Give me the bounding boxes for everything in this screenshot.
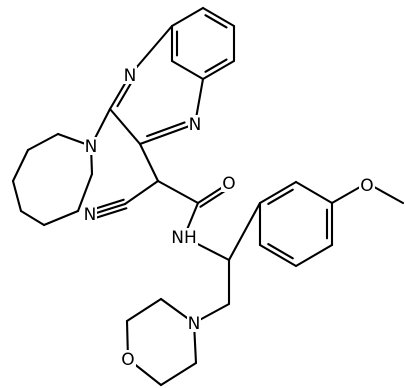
bond-14 bbox=[11, 148, 30, 183]
bond-22 bbox=[156, 179, 200, 205]
svg-text:O: O bbox=[360, 176, 373, 196]
atom-n-azepane: N bbox=[84, 137, 98, 157]
atom-o-methoxy: O bbox=[359, 176, 375, 196]
bond-20 bbox=[138, 142, 160, 183]
bond-21 bbox=[123, 179, 160, 206]
atom-o-morpholine: O bbox=[120, 350, 136, 370]
bond-8 bbox=[108, 107, 142, 146]
bond-27 bbox=[258, 180, 298, 205]
svg-text:N: N bbox=[84, 205, 97, 225]
bond-26 bbox=[227, 201, 262, 262]
bond-5 bbox=[170, 6, 205, 28]
bond-17 bbox=[42, 209, 80, 227]
atom-label-layer: N N N N O NH O N bbox=[83, 66, 375, 370]
svg-text:O: O bbox=[121, 350, 134, 370]
svg-text:O: O bbox=[222, 174, 235, 194]
atom-o-carbonyl: O bbox=[221, 174, 237, 194]
bond-31 bbox=[258, 243, 298, 268]
bond-47-inner bbox=[146, 121, 186, 138]
bond-2 bbox=[201, 59, 236, 81]
bond-38 bbox=[159, 361, 198, 387]
svg-text:N: N bbox=[189, 115, 202, 135]
bond-28 bbox=[294, 180, 334, 205]
bond-13 bbox=[26, 132, 60, 152]
bond-0 bbox=[201, 6, 236, 28]
atom-n-quinoxaline-1: N bbox=[123, 66, 137, 86]
atom-n-morpholine: N bbox=[187, 314, 201, 334]
svg-text:NH: NH bbox=[171, 228, 197, 248]
bond-16 bbox=[19, 209, 46, 227]
bond-30 bbox=[294, 243, 334, 268]
bond-44-inner bbox=[204, 58, 228, 73]
atom-n-nitrile: N bbox=[83, 205, 97, 225]
bond-9 bbox=[138, 122, 197, 146]
svg-text:N: N bbox=[124, 66, 137, 86]
svg-text:N: N bbox=[85, 137, 98, 157]
atom-n-quinoxaline-2: N bbox=[188, 115, 202, 135]
bond-18 bbox=[76, 172, 94, 213]
bond-50-inner bbox=[267, 242, 294, 260]
bond-15 bbox=[11, 179, 23, 213]
bond-3 bbox=[170, 59, 205, 81]
atom-nh-amide: NH bbox=[170, 228, 198, 248]
svg-text:N: N bbox=[188, 314, 201, 334]
bond-46-inner bbox=[116, 81, 133, 108]
bond-43-inner bbox=[204, 14, 228, 29]
bond-41 bbox=[125, 297, 163, 323]
bond-layer bbox=[11, 6, 405, 387]
bond-48-inner bbox=[267, 188, 294, 206]
bond-nitrile-2 bbox=[90, 207, 128, 221]
